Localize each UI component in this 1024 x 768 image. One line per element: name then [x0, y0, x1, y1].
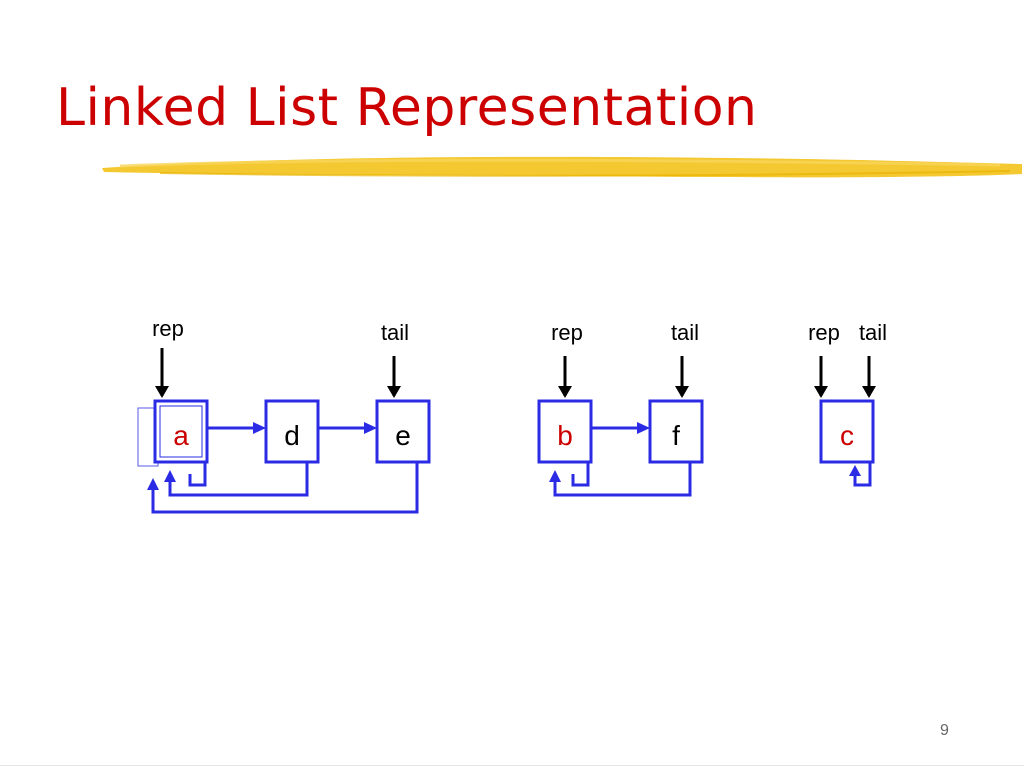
title-underline-stroke: [102, 156, 1022, 178]
list-b-group: rep tail b f: [537, 320, 704, 497]
rep-back-pointer-c: [853, 462, 872, 487]
list-a-group: rep tail a d e: [137, 316, 431, 514]
node-d: [264, 399, 320, 464]
rep-back-pointer-e-arrowhead: [147, 478, 159, 490]
rep-back-pointer-d: [168, 462, 309, 497]
list-c-group: rep tail c: [808, 320, 887, 487]
rep-back-pointer-d-arrowhead: [164, 470, 176, 482]
next-pointer-d-e-arrowhead: [364, 422, 377, 434]
slide-number: 9: [940, 722, 949, 739]
rep-back-pointer-a: [188, 462, 207, 487]
rep-back-pointer-e: [151, 462, 419, 514]
rep-pointer-arrowhead: [155, 386, 169, 398]
tail-pointer-arrowhead: [862, 386, 876, 398]
rep-back-pointer-f: [553, 462, 692, 497]
slide-title: Linked List Representation: [56, 78, 758, 138]
next-pointer-a-d-arrowhead: [253, 422, 266, 434]
tail-label: tail: [381, 320, 409, 345]
rep-back-pointer-c-arrowhead: [849, 465, 861, 476]
node-b: [537, 399, 593, 464]
tail-pointer-arrowhead: [675, 386, 689, 398]
node-a-value: a: [173, 420, 189, 451]
tail-label: tail: [671, 320, 699, 345]
node-c-value: c: [840, 420, 854, 451]
footer-divider: [0, 765, 1024, 766]
node-e: [375, 399, 431, 464]
next-pointer-b-f-arrowhead: [637, 422, 650, 434]
rep-back-pointer-b: [571, 462, 590, 487]
rep-label: rep: [551, 320, 583, 345]
node-f: [648, 399, 704, 464]
node-a: [153, 399, 209, 464]
rep-back-pointer-f-arrowhead: [549, 470, 561, 482]
rep-label: rep: [152, 316, 184, 341]
node-f-value: f: [672, 420, 680, 451]
rep-pointer-arrowhead: [814, 386, 828, 398]
node-e-value: e: [395, 420, 411, 451]
node-c: [819, 399, 875, 464]
node-a-inner: [159, 405, 203, 458]
rep-pointer-arrowhead: [558, 386, 572, 398]
tail-label: tail: [859, 320, 887, 345]
rep-label: rep: [808, 320, 840, 345]
tail-pointer-arrowhead: [387, 386, 401, 398]
node-d-value: d: [284, 420, 300, 451]
node-b-value: b: [557, 420, 573, 451]
